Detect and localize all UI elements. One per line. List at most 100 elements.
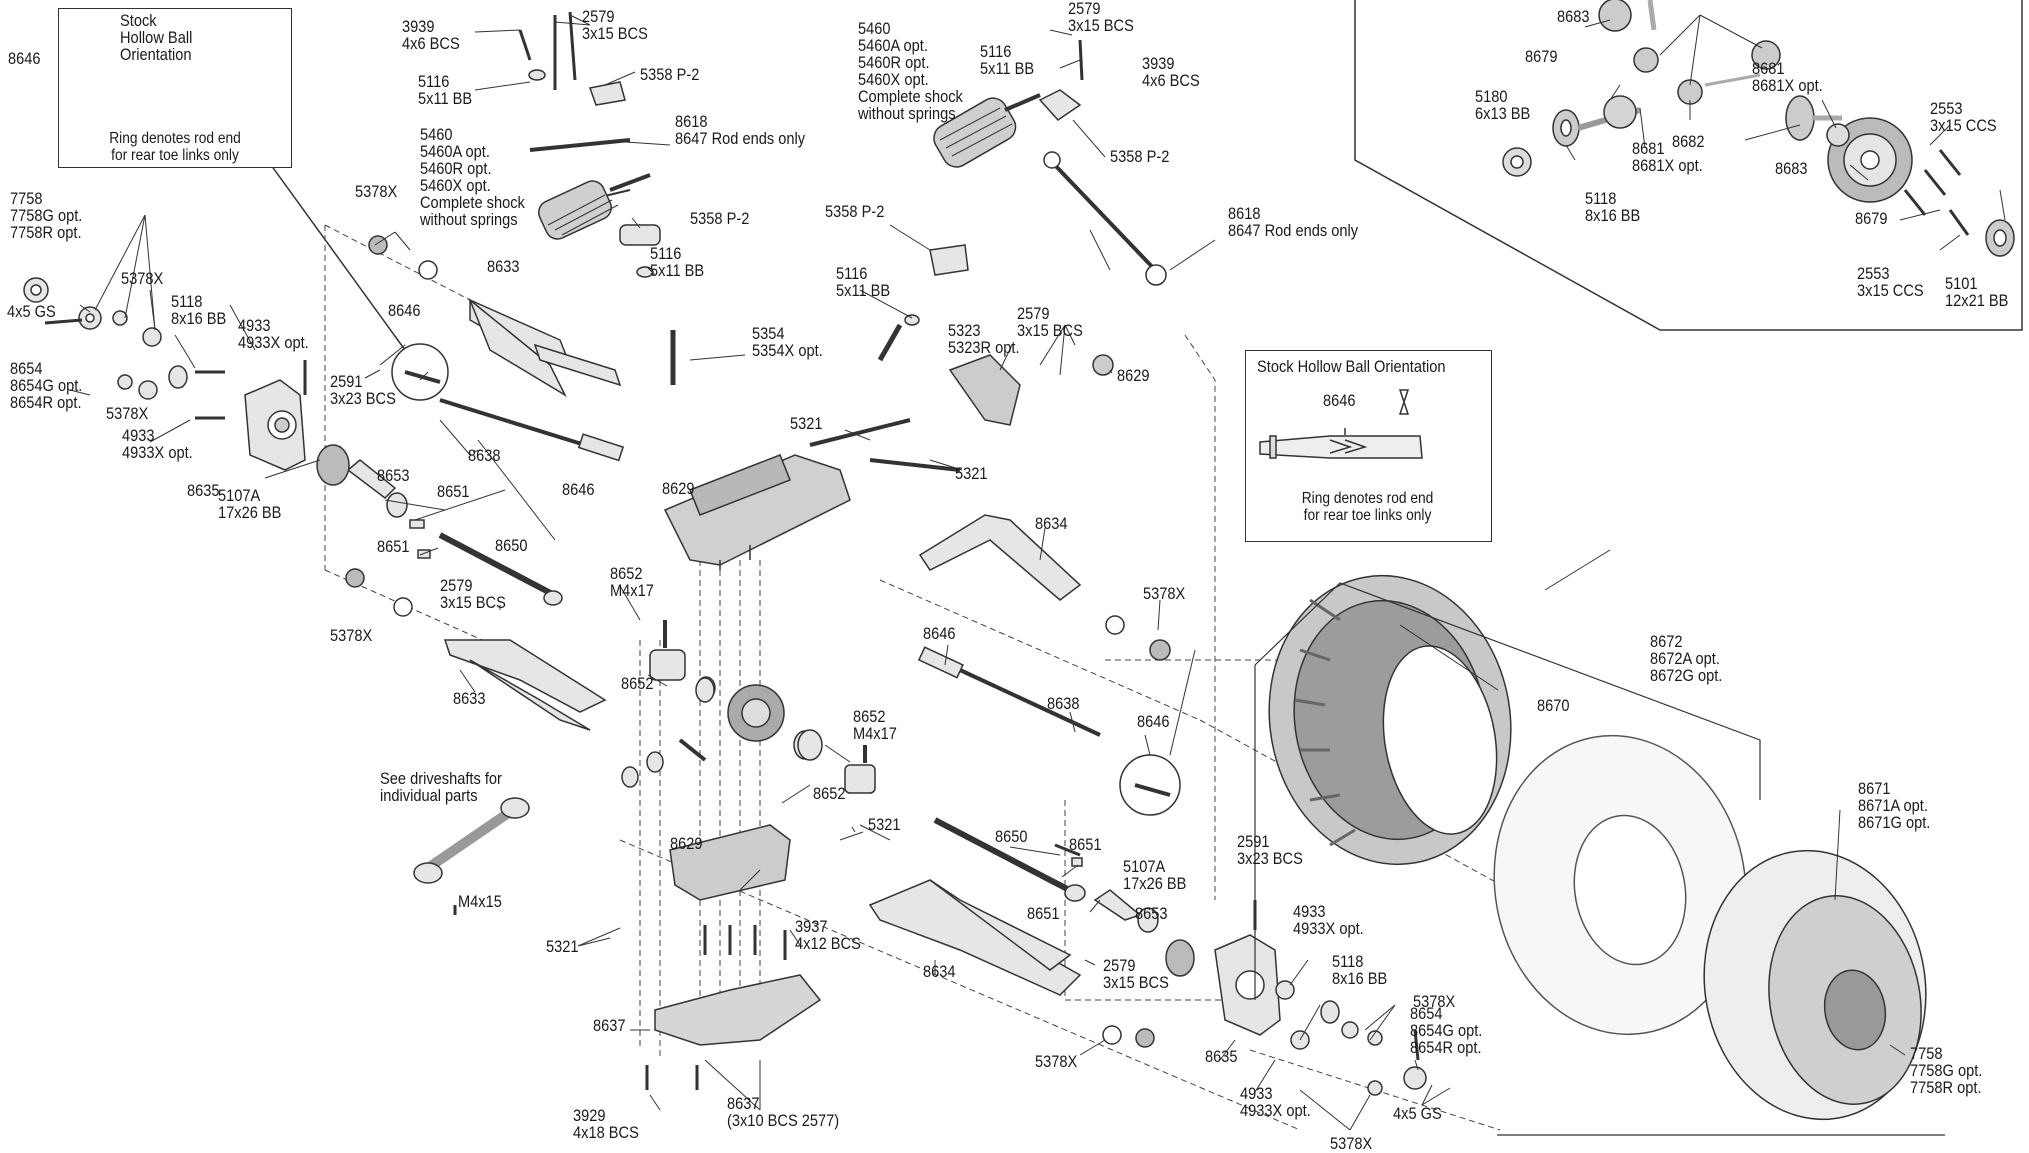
part-callout-line: 5378X [330,626,373,645]
part-callout-line: 7758G opt. [10,206,83,225]
part-callout-line: 12x21 BB [1945,291,2009,310]
part-callout: 5378X [1413,993,1455,1010]
part-callout: 8651 [377,538,410,555]
part-callout-line: 5180 [1475,87,1508,106]
part-callout-line: 8681X opt. [1752,76,1823,95]
part-callout-line: 8x16 BB [1585,206,1641,225]
part-callout-line: 5460X opt. [420,176,491,195]
part-callout: 8634 [1035,515,1068,532]
part-callout-line: 2579 [1068,0,1101,18]
left-orientation-inset [58,8,292,168]
part-callout-line: 8652 [813,784,846,803]
part-callout: 5321 [955,465,988,482]
part-callout: 8646 [388,302,421,319]
part-callout-line: 8651 [377,537,410,556]
part-callout-line: 5460A opt. [420,142,490,161]
part-callout: 8679 [1855,210,1888,227]
part-callout-line: 2579 [582,7,615,26]
part-callout-line: 3x15 CCS [1930,116,1997,135]
part-callout: 5378X [106,405,148,422]
part-callout: 5358 P-2 [1110,148,1169,165]
part-callout-line: 5354X opt. [752,341,823,360]
part-callout-line: 5116 [980,42,1012,61]
part-callout-line: 5107A [1123,857,1166,876]
part-callout-line: 3x15 BCS [440,593,506,612]
part-callout-line: 5116 [650,244,682,263]
part-callout-line: 5460R opt. [858,53,930,72]
part-callout-line: 4933X opt. [238,333,309,352]
part-callout: 5378X [1035,1053,1077,1070]
part-callout-line: 8646 [1137,712,1170,731]
part-callout-line: 3x23 BCS [1237,849,1303,868]
part-callout: 8634 [923,963,956,980]
part-callout: 8652 [621,675,654,692]
part-callout-line: 5460A opt. [858,36,928,55]
part-callout: 5321 [790,415,823,432]
part-callout-line: 8629 [670,834,703,853]
part-callout-line: 8653 [377,466,410,485]
part-callout-line: 5321 [790,414,823,433]
part-callout: 5378X [330,627,372,644]
foam-insert-drawing [1493,734,1747,1036]
right-inset-note: Ring denotes rod end for rear toe links … [1271,490,1465,524]
part-callout-line: 8646 [923,624,956,643]
part-callout: 8651 [437,483,470,500]
part-callout-line: 7758G opt. [1910,1061,1983,1080]
wheel-drawing [1703,849,1927,1121]
part-callout: 5321 [546,938,579,955]
part-callout-line: 8637 [593,1016,626,1035]
part-callout-line: 2579 [440,576,473,595]
part-callout-line: 8671 [1858,779,1891,798]
part-callout-line: 3x15 BCS [1017,321,1083,340]
part-callout-line: 8618 [675,112,708,131]
part-callout-line: 5118 [1585,189,1617,208]
part-callout: 8650 [995,828,1028,845]
part-callout: 8653 [1135,905,1168,922]
part-callout-line: 5378X [1143,584,1186,603]
part-callout-line: 8652 [621,674,654,693]
part-callout-line: 4933 [1240,1084,1273,1103]
part-callout-line: 8683 [1557,7,1590,26]
part-callout-line: 8646 [388,301,421,320]
part-callout-line: 3937 [795,917,828,936]
part-callout: 8646 [562,481,595,498]
part-callout-line: 8650 [995,827,1028,846]
part-callout-line: 3x15 BCS [1103,973,1169,992]
part-callout-line: 8652 [853,707,886,726]
part-callout: 8670 [1537,697,1570,714]
left-inset-note-line1: Ring denotes rod end [109,130,241,147]
part-callout: 8653 [377,467,410,484]
part-callout: 8651 [1069,836,1102,853]
part-callout-line: 8634 [923,962,956,981]
part-callout-line: 4x5 GS [1393,1104,1442,1123]
part-callout-line: without springs [420,210,518,229]
right-inset-title: Stock Hollow Ball Orientation [1257,357,1446,376]
part-callout-line: 8681X opt. [1632,156,1703,175]
left-inset-note: Ring denotes rod end for rear toe links … [85,130,266,164]
part-callout: 8638 [468,447,501,464]
part-callout: 4x5 GS [7,303,56,320]
part-callout-line: 8646 [562,480,595,499]
part-callout-line: 4933 [238,316,271,335]
part-callout-line: 5321 [546,937,579,956]
part-callout-line: 17x26 BB [218,503,282,522]
part-callout-line: 4x6 BCS [402,34,460,53]
part-callout-line: 5358 P-2 [640,65,700,84]
part-callout-line: M4x17 [853,724,897,743]
